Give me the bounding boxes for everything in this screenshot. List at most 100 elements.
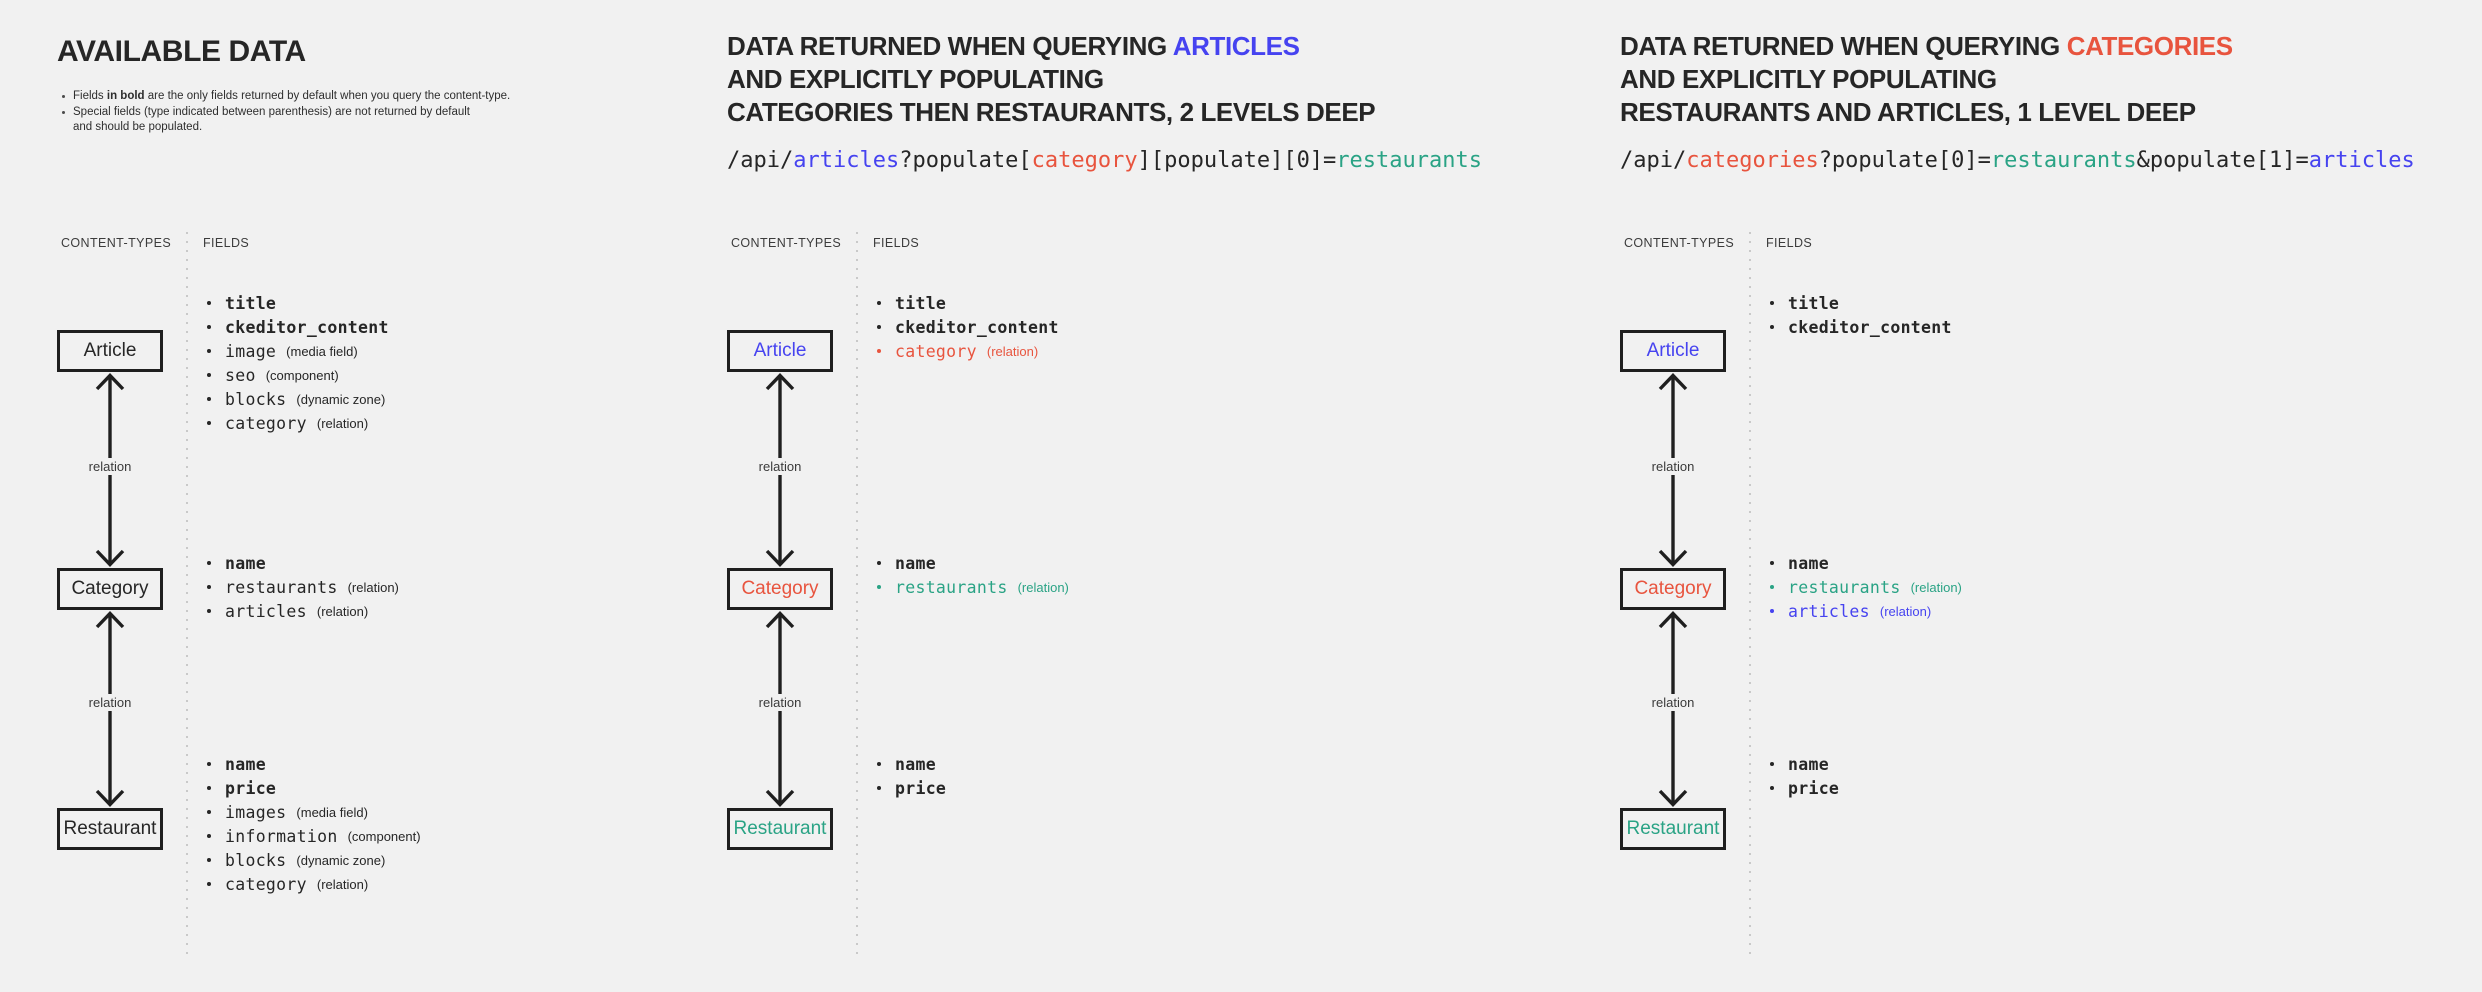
field-item: name xyxy=(873,752,946,776)
relation-label: relation xyxy=(1646,458,1700,475)
field-item: information(component) xyxy=(203,824,421,848)
note-segment: Special fields (type indicated between p… xyxy=(73,105,470,118)
field-item: ckeditor_content xyxy=(873,315,1059,339)
field-name: blocks xyxy=(225,389,287,409)
field-item: name xyxy=(203,752,421,776)
chevron-down-icon xyxy=(765,789,795,807)
field-item: blocks (dynamic zone) xyxy=(203,387,389,411)
bullet-icon xyxy=(207,397,211,401)
bullet-icon xyxy=(877,301,881,305)
content-type-label: Article xyxy=(83,340,137,361)
field-type: (dynamic zone) xyxy=(296,391,386,407)
url-segment: articles xyxy=(2308,148,2415,173)
field-name: title xyxy=(895,293,947,313)
title-segment: RESTAURANTS AND ARTICLES, 1 LEVEL DEEP xyxy=(1620,97,2196,127)
bullet-icon xyxy=(1770,786,1774,790)
field-name: ckeditor_content xyxy=(1788,317,1952,337)
url-segment: categories xyxy=(1686,148,1819,173)
field-name: articles xyxy=(225,601,307,621)
field-item: category(relation) xyxy=(203,872,421,896)
bullet-icon xyxy=(207,585,211,589)
url-segment: ?populate[0]= xyxy=(1818,148,1991,173)
chevron-up-icon xyxy=(765,611,795,629)
api-url: /api/articles?populate[category][populat… xyxy=(727,148,1482,173)
field-item: ckeditor_content xyxy=(203,315,389,339)
field-name: name xyxy=(225,553,266,573)
url-segment: /api/ xyxy=(727,148,794,173)
field-item: image(media field) xyxy=(203,339,389,363)
relation-arrow: relation xyxy=(753,372,807,568)
content-type-box: Category xyxy=(727,568,833,610)
field-item: ckeditor_content xyxy=(1766,315,1952,339)
title-line: DATA RETURNED WHEN QUERYING CATEGORIES xyxy=(1620,30,2233,63)
note-text: Special fields (type indicated between p… xyxy=(73,105,470,136)
field-name: category xyxy=(225,413,307,433)
bullet-icon xyxy=(62,95,65,98)
chevron-up-icon xyxy=(765,373,795,391)
field-item: price xyxy=(1766,776,1839,800)
relation-label: relation xyxy=(83,458,137,475)
field-name: title xyxy=(1788,293,1840,313)
chevron-up-icon xyxy=(95,373,125,391)
content-type-label: Category xyxy=(1634,578,1712,599)
bullet-icon xyxy=(207,762,211,766)
content-types-column-label: CONTENT-TYPES xyxy=(61,236,172,250)
field-name: name xyxy=(895,754,936,774)
column-divider xyxy=(1749,232,1751,958)
relation-arrow: relation xyxy=(83,372,137,568)
title-segment: CATEGORIES xyxy=(2066,31,2233,61)
bullet-icon xyxy=(207,810,211,814)
field-item: name xyxy=(1766,551,1962,575)
field-type: (relation) xyxy=(316,415,369,431)
field-name: image xyxy=(225,341,277,361)
bullet-icon xyxy=(207,301,211,305)
field-item: category (relation) xyxy=(873,339,1059,363)
note-segment: and should be populated. xyxy=(73,121,203,133)
title-segment: AND EXPLICITLY POPULATING xyxy=(727,64,1104,94)
content-type-box: Article xyxy=(727,330,833,372)
fields-column-label: FIELDS xyxy=(203,236,250,250)
note-segment: Fields xyxy=(73,90,107,102)
field-type: (relation) xyxy=(1910,579,1962,595)
bullet-icon xyxy=(877,762,881,766)
bullet-icon xyxy=(1770,325,1774,329)
title-line: DATA RETURNED WHEN QUERYING ARTICLES xyxy=(727,30,1375,63)
field-item: title xyxy=(203,291,389,315)
bullet-icon xyxy=(207,786,211,790)
bullet-icon xyxy=(207,325,211,329)
field-type: (relation) xyxy=(986,343,1039,359)
field-item: title xyxy=(873,291,1059,315)
relation-arrow: relation xyxy=(753,610,807,808)
field-name: category xyxy=(895,341,977,361)
field-item: restaurants (relation) xyxy=(1766,575,1962,599)
content-types-column-label: CONTENT-TYPES xyxy=(731,236,842,250)
field-name: ckeditor_content xyxy=(225,317,389,337)
field-item: name xyxy=(873,551,1069,575)
content-type-label: Restaurant xyxy=(733,818,827,839)
field-item: seo(component) xyxy=(203,363,389,387)
bullet-icon xyxy=(207,834,211,838)
bullet-icon xyxy=(1770,301,1774,305)
bullet-icon xyxy=(1770,585,1774,589)
title-segment: ARTICLES xyxy=(1172,31,1300,61)
field-item: name xyxy=(203,551,399,575)
url-segment: articles xyxy=(793,148,900,173)
field-name: title xyxy=(225,293,277,313)
field-type: (relation) xyxy=(1017,579,1069,595)
field-type: (component) xyxy=(265,367,339,383)
chevron-down-icon xyxy=(95,789,125,807)
field-name: images xyxy=(225,802,287,822)
content-type-label: Category xyxy=(71,578,149,599)
chevron-up-icon xyxy=(1658,611,1688,629)
field-item: price xyxy=(203,776,421,800)
field-name: price xyxy=(225,778,277,798)
field-name: restaurants xyxy=(1788,577,1901,597)
field-item: articles(relation) xyxy=(203,599,399,623)
relation-label: relation xyxy=(83,694,137,711)
